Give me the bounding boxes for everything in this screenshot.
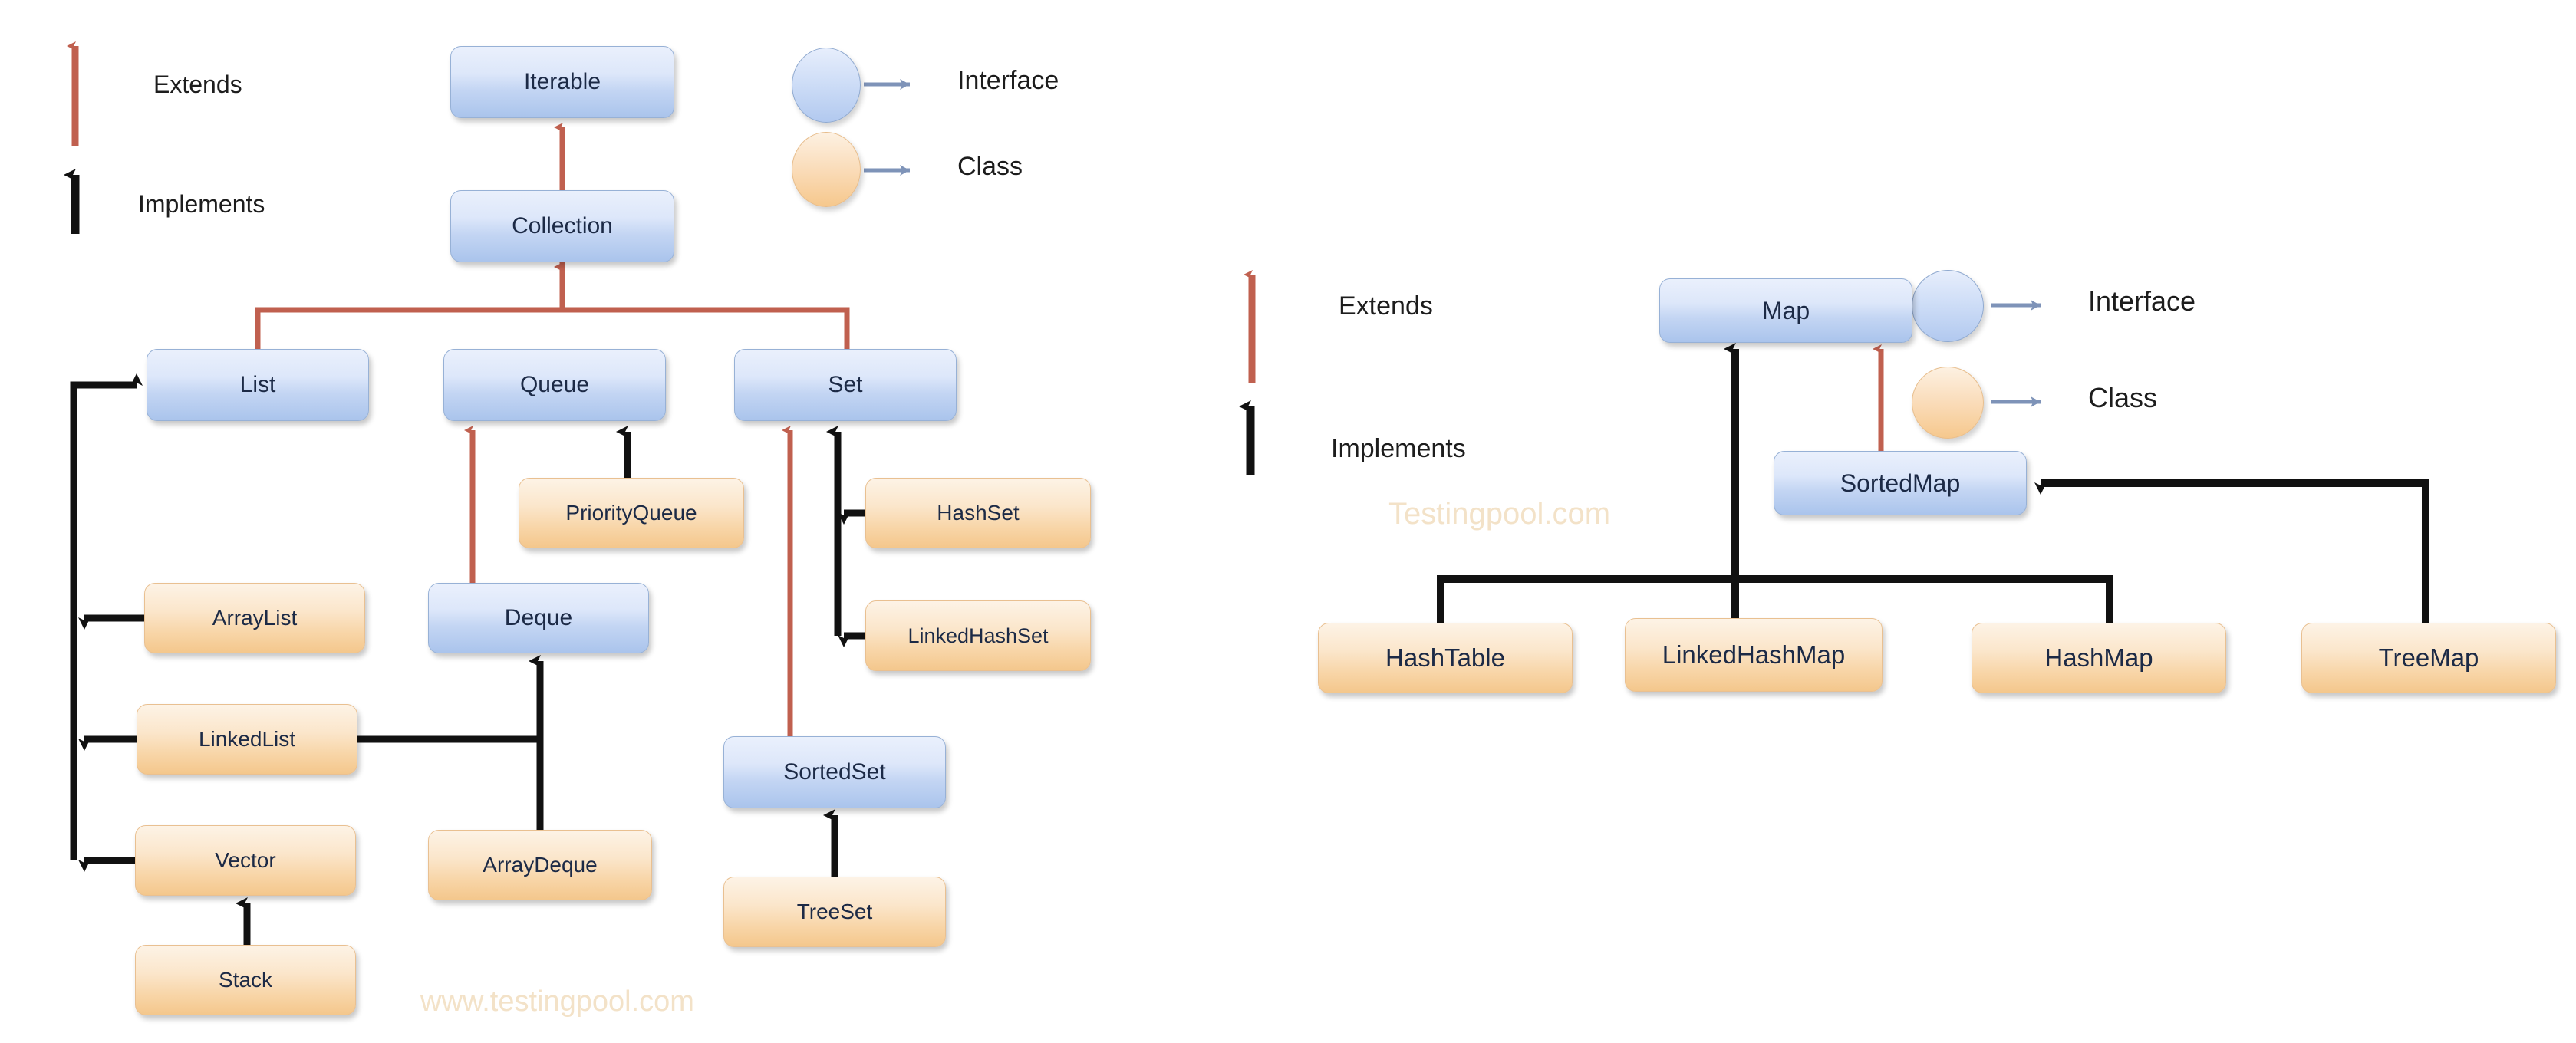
collection-node-label-queue: Queue — [519, 372, 590, 397]
map-node-sortedmap[interactable]: SortedMap — [1774, 451, 2027, 515]
map-interface-legend-chip-icon — [1912, 270, 1984, 342]
collection-node-label-collection: Collection — [512, 213, 613, 239]
collection-node-hashset[interactable]: HashSet — [865, 478, 1091, 548]
collection-node-sortedset[interactable]: SortedSet — [723, 736, 946, 808]
collection-node-linkedlist[interactable]: LinkedList — [137, 704, 357, 775]
collection-node-label-linkedlist: LinkedList — [198, 727, 296, 751]
map-node-label-hashtable: HashTable — [1385, 643, 1505, 672]
collection-node-vector[interactable]: Vector — [135, 825, 356, 896]
collection-node-label-arraydeque: ArrayDeque — [483, 853, 598, 877]
map-node-label-treemap: TreeMap — [2378, 643, 2479, 672]
collection-node-label-arraylist: ArrayList — [212, 606, 298, 630]
map-node-map[interactable]: Map — [1659, 278, 1912, 343]
collection-node-treeset[interactable]: TreeSet — [723, 877, 946, 947]
map-class-legend-chip-icon — [1912, 367, 1984, 439]
collection-node-label-linkedhashset: LinkedHashSet — [908, 623, 1049, 647]
map-implements-legend-label: Implements — [1331, 434, 1466, 463]
collection-node-label-hashset: HashSet — [937, 501, 1020, 525]
collection-node-arraydeque[interactable]: ArrayDeque — [428, 830, 652, 900]
collection-node-label-treeset: TreeSet — [796, 900, 873, 923]
class-legend-chip-icon — [792, 132, 861, 207]
collection-node-arraylist[interactable]: ArrayList — [144, 583, 365, 653]
collection-node-linkedhashset[interactable]: LinkedHashSet — [865, 600, 1091, 671]
map-interface-legend-label: Interface — [2088, 285, 2196, 317]
map-node-hashmap[interactable]: HashMap — [1972, 623, 2226, 693]
map-extends-legend-label: Extends — [1339, 291, 1433, 321]
collection-watermark: www.testingpool.com — [420, 985, 694, 1018]
extends-legend-label: Extends — [153, 71, 242, 98]
class-legend-label: Class — [957, 152, 1023, 181]
map-class-legend-label: Class — [2088, 382, 2158, 413]
collection-node-label-deque: Deque — [504, 605, 573, 630]
collection-node-queue[interactable]: Queue — [443, 349, 666, 421]
map-node-label-map: Map — [1761, 296, 1810, 324]
map-watermark: Testingpool.com — [1388, 497, 1611, 531]
collection-node-label-priorityqueue: PriorityQueue — [565, 501, 697, 525]
map-node-label-sortedmap: SortedMap — [1840, 469, 1961, 497]
map-node-hashtable[interactable]: HashTable — [1318, 623, 1573, 693]
collection-node-label-stack: Stack — [218, 968, 273, 992]
collection-node-label-vector: Vector — [215, 848, 276, 872]
map-node-label-hashmap: HashMap — [2044, 643, 2153, 672]
collection-node-label-list: List — [239, 372, 276, 397]
collection-node-list[interactable]: List — [147, 349, 369, 421]
collection-node-label-sortedset: SortedSet — [783, 759, 886, 785]
collection-node-collection[interactable]: Collection — [450, 190, 674, 262]
map-node-linkedhashmap[interactable]: LinkedHashMap — [1625, 618, 1883, 692]
interface-legend-label: Interface — [957, 66, 1059, 95]
collection-node-iterable[interactable]: Iterable — [450, 46, 674, 118]
interface-legend-chip-icon — [792, 48, 861, 123]
collection-node-priorityqueue[interactable]: PriorityQueue — [519, 478, 744, 548]
map-node-treemap[interactable]: TreeMap — [2301, 623, 2556, 693]
collection-node-deque[interactable]: Deque — [428, 583, 649, 653]
collection-node-label-iterable: Iterable — [523, 69, 601, 94]
map-node-label-linkedhashmap: LinkedHashMap — [1662, 640, 1846, 669]
collection-node-set[interactable]: Set — [734, 349, 957, 421]
collection-node-stack[interactable]: Stack — [135, 945, 356, 1015]
implements-legend-label: Implements — [138, 190, 265, 218]
collection-node-label-set: Set — [828, 372, 863, 397]
